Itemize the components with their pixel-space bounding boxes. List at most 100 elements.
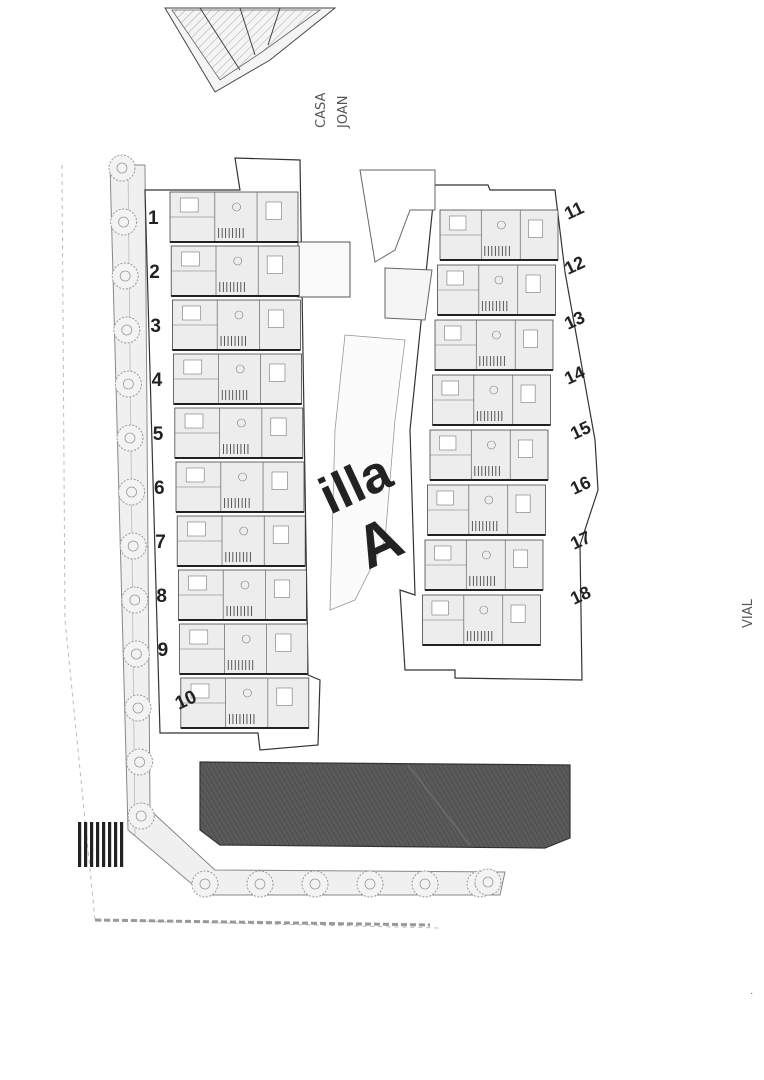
bed-furniture <box>525 274 541 293</box>
note-line-joan: JOAN <box>336 96 351 129</box>
unit-number-label: 2 <box>149 262 160 283</box>
housing-unit <box>171 299 301 351</box>
bed-furniture <box>528 219 543 238</box>
crossing-stripe <box>78 822 82 867</box>
bed-furniture <box>266 255 283 274</box>
tree-icon <box>108 154 136 182</box>
housing-unit <box>170 245 300 297</box>
bed-furniture <box>270 417 287 436</box>
housing-unit <box>434 319 554 371</box>
crossing-stripe <box>102 822 106 867</box>
bed-furniture <box>515 494 531 513</box>
tree-icon <box>127 802 155 830</box>
unit-number-label: 11 <box>561 197 587 223</box>
table-furniture <box>181 251 200 267</box>
housing-unit <box>422 594 541 646</box>
bed-furniture <box>268 309 285 328</box>
stair <box>224 498 250 508</box>
tree-icon <box>111 262 139 290</box>
stair <box>223 444 249 454</box>
pedestrian-crossing <box>78 822 124 867</box>
tree-icon <box>246 870 274 898</box>
crossing-stripe <box>108 822 112 867</box>
tree-row <box>108 154 502 898</box>
street-label: VIAL <box>741 598 756 628</box>
tree-icon <box>126 748 154 776</box>
stair <box>229 714 255 724</box>
housing-unit <box>432 374 551 426</box>
unit-number-label: 6 <box>154 478 165 499</box>
stair <box>227 660 254 670</box>
bed-furniture <box>523 329 538 348</box>
tree-icon <box>191 870 219 898</box>
stair <box>219 282 245 292</box>
unit-number-label: 1 <box>148 208 159 229</box>
stair <box>476 411 503 421</box>
crossing-stripe <box>120 822 124 867</box>
site-boundary <box>61 164 441 929</box>
central-courtyard <box>329 334 406 611</box>
tree-icon <box>122 640 150 668</box>
unit-number-label: 7 <box>155 532 166 553</box>
housing-unit <box>174 407 304 459</box>
bed-furniture <box>271 471 288 490</box>
building-right <box>359 169 599 681</box>
tree-icon <box>114 370 142 398</box>
housing-unit <box>175 461 305 513</box>
building-left <box>144 157 351 751</box>
housing-unit <box>176 515 306 567</box>
crossing-stripe <box>90 822 94 867</box>
tree-icon <box>356 870 384 898</box>
table-furniture <box>183 359 203 375</box>
table-furniture <box>182 305 201 321</box>
stair <box>218 228 244 238</box>
bed-furniture <box>272 525 289 544</box>
neighbor-block-top <box>164 7 337 93</box>
tree-icon <box>474 868 502 896</box>
tree-icon <box>124 694 152 722</box>
unit-number-label: 3 <box>150 316 161 337</box>
note-line-casa: CASA <box>314 93 329 128</box>
table-furniture <box>439 435 457 451</box>
table-furniture <box>189 629 209 645</box>
handwritten-note: CASA JOAN <box>314 93 351 129</box>
housing-unit <box>429 429 549 481</box>
housing-unit <box>169 191 299 243</box>
unit-number-label: 4 <box>152 370 163 391</box>
bed-furniture <box>513 549 528 568</box>
stair <box>479 356 505 366</box>
housing-unit <box>424 539 544 591</box>
unit-number-label: 5 <box>153 424 164 445</box>
bed-furniture <box>265 201 282 220</box>
bed-furniture <box>520 384 536 403</box>
bed-furniture <box>274 579 291 598</box>
stair <box>226 606 252 616</box>
table-furniture <box>431 600 449 616</box>
bed-furniture <box>269 363 286 382</box>
tree-icon <box>118 478 146 506</box>
housing-unit <box>173 353 303 405</box>
table-furniture <box>190 683 210 699</box>
table-furniture <box>187 521 206 537</box>
tree-icon <box>411 870 439 898</box>
stair <box>220 336 246 346</box>
crossing-stripe <box>114 822 118 867</box>
housing-unit <box>437 264 556 316</box>
stair <box>225 552 251 562</box>
tree-icon <box>113 316 141 344</box>
tree-icon <box>121 586 149 614</box>
table-furniture <box>449 215 467 231</box>
table-furniture <box>188 575 207 591</box>
stair <box>471 521 498 531</box>
stair <box>469 576 495 586</box>
stair <box>474 466 500 476</box>
table-furniture <box>441 380 459 396</box>
table-furniture <box>434 545 452 561</box>
crossing-stripe <box>84 822 88 867</box>
housing-unit <box>177 569 307 621</box>
stair <box>466 631 493 641</box>
bed-furniture <box>276 687 293 706</box>
table-furniture <box>184 413 204 429</box>
tree-icon <box>110 208 138 236</box>
tree-icon <box>301 870 329 898</box>
